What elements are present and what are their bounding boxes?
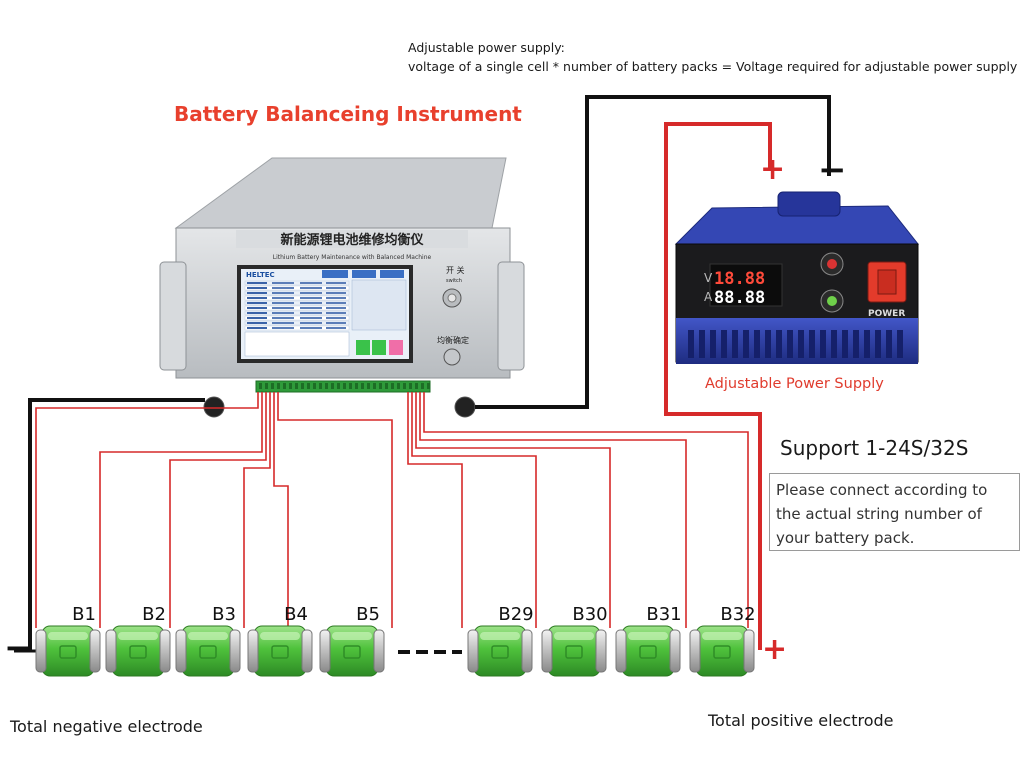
psu-positive-wire [664, 122, 772, 650]
psu-minus-sign: − [818, 150, 847, 190]
battery-cell-b1: B1 [35, 604, 101, 677]
switch-en-label: switch [446, 278, 462, 284]
psu-volt-letter: V [704, 271, 713, 285]
total-negative-label: Total negative electrode [10, 717, 203, 736]
psu-plus-sign: + [760, 152, 786, 187]
balance-lead-right-3 [415, 392, 611, 628]
psu-amp-letter: A [704, 290, 713, 304]
psu-voltage-display: 18.88 [714, 269, 765, 289]
battery-cell-b32: B32 [689, 604, 756, 677]
battery-cell-b31: B31 [615, 604, 682, 677]
balance-lead-left-6 [277, 392, 393, 628]
left-handle [159, 261, 187, 371]
battery-cell-b3: B3 [175, 604, 241, 677]
connection-note-box: Please connect according to the actual s… [769, 473, 1020, 551]
pack-minus-sign: − [4, 628, 33, 668]
screen-pink-button [389, 340, 403, 355]
balance-lead-right-2 [411, 392, 537, 628]
psu-vent-grille [688, 330, 903, 358]
psu-negative-wire [475, 95, 831, 409]
cell-label-b1: B1 [72, 604, 96, 625]
voltage-formula-note: Adjustable power supply: voltage of a si… [408, 38, 1017, 76]
wires [28, 95, 831, 652]
screen-cell-table [244, 280, 350, 331]
total-positive-label: Total positive electrode [708, 711, 894, 730]
cell-label-b30: B30 [572, 604, 607, 625]
battery-cell-b2: B2 [105, 604, 171, 677]
balancing-instrument: 新能源锂电池维修均衡仪 Lithium Battery Maintenance … [159, 157, 525, 418]
balance-lead-left-3 [169, 392, 267, 628]
battery-cell-b30: B30 [541, 604, 608, 677]
cell-label-b32: B32 [720, 604, 755, 625]
psu-power-label: POWER [868, 309, 905, 319]
pack-plus-sign: + [762, 632, 788, 667]
terminal-pins [259, 383, 430, 389]
cell-label-b5: B5 [356, 604, 380, 625]
balance-lead-left-2 [99, 392, 263, 628]
balance-confirm-button[interactable] [443, 348, 461, 366]
screen-green-button [356, 340, 370, 355]
support-headline: Support 1-24S/32S [780, 436, 969, 460]
balance-lead-right-1 [407, 392, 463, 628]
instrument-brand: HELTEC [246, 271, 275, 279]
psu-current-display: 88.88 [714, 288, 765, 308]
note-line-2: voltage of a single cell * number of bat… [408, 59, 1018, 74]
switch-cn-label: 开 关 [446, 265, 465, 275]
main-negative-wire [28, 398, 205, 652]
battery-cells: B1 B2 B3 B4 B5 B29 B30 B31 B32 [14, 604, 756, 677]
cell-label-b29: B29 [498, 604, 533, 625]
battery-cell-b5: B5 [319, 604, 385, 677]
balance-lead-right-4 [419, 392, 687, 628]
cell-label-b2: B2 [142, 604, 166, 625]
cell-label-b31: B31 [646, 604, 681, 625]
battery-cell-b29: B29 [467, 604, 534, 677]
balance-lead-left-5 [273, 392, 289, 628]
battery-cell-b4: B4 [247, 604, 313, 677]
instrument-top-cover [174, 157, 507, 239]
cell-label-b3: B3 [212, 604, 236, 625]
note-line-1: Adjustable power supply: [408, 40, 565, 55]
positive-output-terminal [454, 396, 476, 418]
balance-confirm-label: 均衡确定 [437, 335, 469, 345]
negative-output-terminal [203, 396, 225, 418]
adjustable-power-supply: V A 18.88 88.88 POWER [674, 191, 920, 364]
psu-handle [777, 191, 841, 217]
balance-lead-left-4 [243, 392, 271, 628]
power-supply-caption: Adjustable Power Supply [705, 376, 884, 392]
right-handle [497, 261, 525, 371]
screen-green-button-2 [372, 340, 386, 355]
cell-label-b4: B4 [284, 604, 308, 625]
balance-lead-left-1 [35, 392, 259, 628]
instrument-english-label: Lithium Battery Maintenance with Balance… [273, 254, 432, 261]
balance-lead-right-5 [423, 392, 749, 628]
diagram-title: Battery Balanceing Instrument [174, 102, 522, 126]
instrument-chinese-label: 新能源锂电池维修均衡仪 [280, 232, 424, 248]
